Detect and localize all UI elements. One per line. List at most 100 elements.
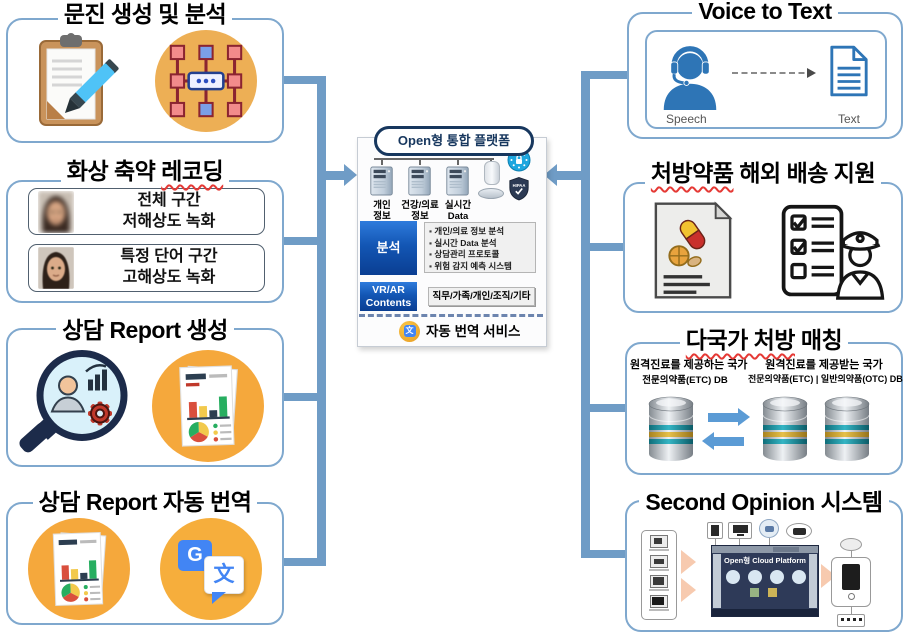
- storage-disc-icon: [478, 188, 504, 199]
- server-label-health-l2: 정보: [411, 211, 429, 223]
- speech-label: Speech: [666, 112, 707, 126]
- mindmap-icon: [155, 30, 257, 132]
- connector-box: [837, 614, 865, 627]
- cloud-module-2: [748, 570, 762, 584]
- text-label: Text: [838, 112, 861, 126]
- second-opinion-title-text: Second Opinion 시스템: [645, 489, 883, 515]
- flow-arrow-left-1: [681, 550, 696, 574]
- cloud-platform-panel: Open형 Cloud Platform: [711, 545, 819, 617]
- cloud-footer-strip: [712, 609, 818, 616]
- receiving-country-l1: 원격진료를 제공받는 국가: [765, 359, 883, 371]
- server-label-personal-l2: 정보: [373, 211, 391, 223]
- hipaa-badge-icon: HIPAA: [509, 177, 529, 201]
- analysis-item-4: 위험 감지 예측 시스템: [429, 261, 533, 273]
- top-link-2: [739, 539, 740, 545]
- voice-to-text-title-text: Voice to Text: [698, 0, 832, 24]
- translate-service-glyph: 文: [403, 325, 416, 337]
- server-icon-health: [408, 166, 431, 196]
- full-range-recording-text: 전체 구간 저해상도 녹화: [74, 191, 264, 233]
- translate-char-letter: 文: [213, 563, 235, 586]
- vrar-label-l1: VR/AR: [372, 284, 405, 296]
- phone-screen: [842, 564, 860, 590]
- server-label-health-l1: 건강/의료: [401, 200, 439, 211]
- database-icon-etc: [648, 396, 694, 461]
- left-arrowhead-icon: [344, 164, 357, 186]
- magnifier-analytics-icon: [19, 350, 128, 453]
- questionnaire-title: 문진 생성 및 분석: [6, 1, 284, 27]
- right-arrowhead-icon: [544, 164, 557, 186]
- translate-tail-shape: [212, 592, 226, 604]
- full-range-line2: 저해상도 녹화: [122, 212, 216, 230]
- server-label-realtime-l1: 실시간: [444, 200, 472, 211]
- second-opinion-title: Second Opinion 시스템: [625, 489, 903, 515]
- report-translation-title: 상담 Report 자동 번역: [6, 489, 284, 515]
- translate-g-card: G: [178, 540, 212, 571]
- device-icon-4: [650, 595, 668, 608]
- analysis-item-1: 개인/의료 정보 분석: [429, 226, 533, 238]
- cloud-header-strip: [712, 546, 818, 553]
- right-trunk-line: [581, 71, 590, 558]
- prescription-matching-title-normal: 매칭: [794, 327, 843, 353]
- translate-service-char: 文: [405, 326, 414, 335]
- speech-to-text-arrow: [732, 68, 816, 78]
- translate-service-label: 자동 번역 서비스: [426, 324, 521, 339]
- keyword-line2: 고해상도 녹화: [122, 269, 216, 286]
- vrar-label-block: VR/AR Contents: [360, 282, 417, 311]
- device-icon-2: [650, 555, 668, 568]
- cloud-module-4: [792, 570, 806, 584]
- customs-checklist-icon: [781, 204, 885, 300]
- analysis-items-list: 개인/의료 정보 분석 실시간 Data 분석 상담관리 프로토콜 위험 감지 …: [425, 223, 535, 272]
- platform-header-pill: Open형 통합 플랫폼: [374, 126, 534, 156]
- hipaa-badge-text: HIPAA: [513, 183, 526, 188]
- server-drop-2: [419, 158, 421, 165]
- clipboard-pen-icon: [39, 33, 119, 126]
- vrar-value-block: 직무/가족/개인/조직/기타: [428, 287, 535, 306]
- report-generation-title-text: 상담 Report 생성: [62, 317, 228, 343]
- report-chart-icon-2: [28, 518, 130, 620]
- left-branch-2: [284, 237, 326, 245]
- server-bus-line: [374, 158, 494, 160]
- server-drop-3: [457, 158, 459, 165]
- server-drop-4: [490, 158, 492, 163]
- google-translate-icon: G 文: [160, 518, 262, 620]
- report-translation-title-text: 상담 Report 자동 번역: [38, 489, 252, 515]
- overseas-delivery-title-normal: 해외 배송 지원: [733, 160, 876, 186]
- top-link-1: [715, 539, 716, 545]
- overseas-delivery-title: 처방약품 해외 배송 지원: [623, 160, 903, 186]
- receiving-country-l2: 전문의약품(ETC) | 일반의약품(OTC) DB: [748, 374, 903, 384]
- device-ellipse-icon: [786, 523, 812, 539]
- left-branch-1: [284, 76, 326, 84]
- report-generation-title: 상담 Report 생성: [6, 317, 284, 343]
- monitoring-cloud-icon: [759, 519, 779, 538]
- analysis-item-3: 상담관리 프로토콜: [429, 249, 533, 261]
- server-label-realtime: 실시간 Data: [435, 200, 481, 223]
- voice-to-text-title: Voice to Text: [627, 0, 903, 24]
- source-country-l1: 원격진료를 제공하는 국가: [630, 359, 748, 371]
- full-range-recording-row: 전체 구간 저해상도 녹화: [28, 188, 265, 235]
- server-icon-realtime: [446, 166, 469, 196]
- video-recording-title-wavy: 레코딩: [161, 158, 224, 184]
- devices-panel: [641, 530, 677, 620]
- feature-box-second-opinion: Open형 Cloud Platform: [625, 500, 903, 632]
- right-to-platform-arrow: [557, 171, 583, 180]
- vrar-label-l2: Contents: [365, 297, 412, 309]
- analysis-label-block: 분석: [360, 221, 417, 275]
- translate-g-letter: G: [187, 544, 203, 566]
- cloud-square-green: [750, 588, 759, 597]
- analysis-item-2: 실시간 Data 분석: [429, 238, 533, 250]
- cloud-left-rail: [713, 554, 721, 608]
- phone-link-top: [851, 551, 852, 557]
- keyword-recording-row: 특정 단어 구간 고해상도 녹화: [28, 244, 265, 292]
- network-ellipse-icon: [840, 538, 862, 551]
- headset-agent-icon: [663, 46, 717, 110]
- database-icon-receiving-1: [762, 396, 808, 461]
- cloud-module-1: [726, 570, 740, 584]
- db-arrow-right: [708, 408, 750, 426]
- top-monitor-icon: [728, 522, 752, 539]
- keyword-recording-text: 특정 단어 구간 고해상도 녹화: [74, 247, 264, 289]
- device-icon-3: [650, 575, 668, 588]
- right-branch-1: [585, 71, 627, 79]
- face-photo-lowres: [38, 190, 74, 233]
- left-branch-4: [284, 558, 326, 566]
